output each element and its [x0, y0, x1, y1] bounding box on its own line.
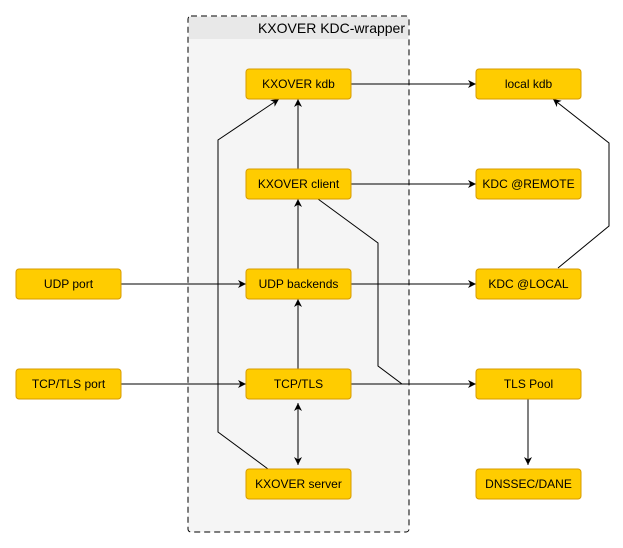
node-tcp-tls: TCP/TLS [245, 368, 352, 400]
node-label: KXOVER kdb [262, 77, 335, 91]
node-label: KDC @REMOTE [482, 177, 574, 191]
edge-server-to-kdb [217, 98, 280, 470]
node-label: UDP backends [259, 277, 339, 291]
node-dnssec-dane: DNSSEC/DANE [475, 468, 582, 500]
node-kxover-kdb: KXOVER kdb [245, 68, 352, 100]
node-kdc-local: KDC @LOCAL [475, 268, 582, 300]
node-label: UDP port [44, 277, 94, 291]
edge-client-to-tls-pool [317, 198, 403, 385]
node-local-kdb: local kdb [475, 68, 582, 100]
node-udp-backends: UDP backends [245, 268, 352, 300]
node-label: KXOVER client [258, 177, 340, 191]
node-tcp-tls-port: TCP/TLS port [15, 368, 122, 400]
edges [121, 80, 610, 470]
edge-kdc-local-to-local-kdb [552, 98, 610, 269]
node-label: TCP/TLS port [32, 377, 106, 391]
node-label: KXOVER server [255, 477, 342, 491]
node-label: TLS Pool [504, 377, 553, 391]
node-kxover-server: KXOVER server [245, 468, 352, 500]
node-kdc-remote: KDC @REMOTE [475, 168, 582, 200]
container-title: KXOVER KDC-wrapper [258, 20, 405, 36]
node-label: DNSSEC/DANE [485, 477, 572, 491]
node-label: KDC @LOCAL [488, 277, 569, 291]
node-label: local kdb [505, 77, 553, 91]
node-label: TCP/TLS [274, 377, 323, 391]
node-tls-pool: TLS Pool [475, 368, 582, 400]
node-kxover-client: KXOVER client [245, 168, 352, 200]
node-udp-port: UDP port [15, 268, 122, 300]
